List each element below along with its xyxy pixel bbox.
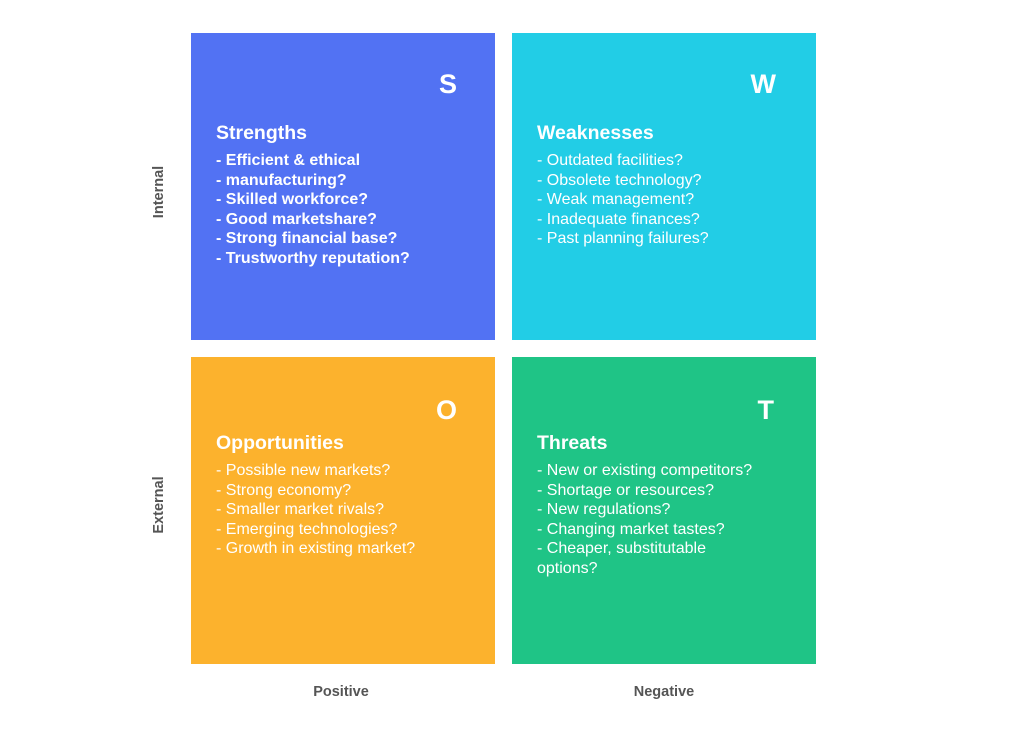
strengths-list: - Efficient & ethical - manufacturing? -… (216, 151, 477, 268)
weaknesses-list: - Outdated facilities? - Obsolete techno… (537, 151, 798, 249)
opportunities-item: - Strong economy? (216, 481, 352, 499)
threats-item: - Changing market tastes? (537, 520, 725, 538)
threats-item: - New or existing competitors? (537, 462, 753, 479)
axis-label-external: External (151, 476, 167, 534)
strengths-item: - Efficient & ethical (216, 152, 361, 169)
threats-item: - Shortage or resources? (537, 481, 714, 499)
strengths-item: - Strong financial base? (216, 230, 398, 247)
opportunities-body: Opportunities - Possible new markets? - … (216, 431, 477, 559)
strengths-letter: S (438, 69, 457, 99)
threats-list: - New or existing competitors? - Shortag… (537, 461, 798, 578)
strengths-body: Strengths - Efficient & ethical - manufa… (216, 121, 477, 268)
axis-label-positive: Positive (313, 684, 369, 700)
threats-item: - Cheaper, substitutable (537, 540, 706, 557)
opportunities-list: - Possible new markets? - Strong economy… (216, 461, 477, 559)
threats-item: - New regulations? (537, 501, 671, 518)
axis-label-negative: Negative (633, 684, 695, 700)
threats-title: Threats (537, 432, 608, 454)
opportunities-quadrant: O Opportunities - Possible new markets? … (191, 357, 495, 664)
strengths-item: - Trustworthy reputation? (216, 249, 410, 267)
opportunities-item: - Growth in existing market? (216, 540, 416, 557)
weaknesses-item: - Inadequate finances? (537, 210, 700, 228)
weaknesses-item: - Weak management? (537, 191, 695, 208)
strengths-item: - Skilled workforce? (216, 191, 369, 208)
threats-body: Threats - New or existing competitors? -… (537, 431, 798, 578)
opportunities-title: Opportunities (216, 432, 344, 454)
strengths-quadrant: S Strengths - Efficient & ethical - manu… (191, 33, 495, 340)
weaknesses-quadrant: W Weaknesses - Outdated facilities? - Ob… (512, 33, 816, 340)
weaknesses-letter: W (750, 69, 776, 99)
opportunities-item: - Emerging technologies? (216, 520, 398, 538)
opportunities-letter: O (435, 395, 457, 425)
threats-letter: T (757, 395, 775, 425)
weaknesses-item: - Outdated facilities? (537, 152, 683, 169)
weaknesses-item: - Past planning failures? (537, 230, 709, 247)
threats-item: options? (537, 559, 598, 577)
weaknesses-body: Weaknesses - Outdated facilities? - Obso… (537, 121, 798, 249)
axis-label-internal: Internal (151, 165, 167, 219)
strengths-item: - manufacturing? (216, 171, 347, 189)
weaknesses-title: Weaknesses (537, 122, 654, 144)
strengths-title: Strengths (216, 122, 308, 144)
threats-quadrant: T Threats - New or existing competitors?… (512, 357, 816, 664)
strengths-item: - Good marketshare? (216, 210, 377, 228)
opportunities-item: - Possible new markets? (216, 462, 391, 479)
opportunities-item: - Smaller market rivals? (216, 501, 385, 518)
weaknesses-item: - Obsolete technology? (537, 171, 702, 189)
